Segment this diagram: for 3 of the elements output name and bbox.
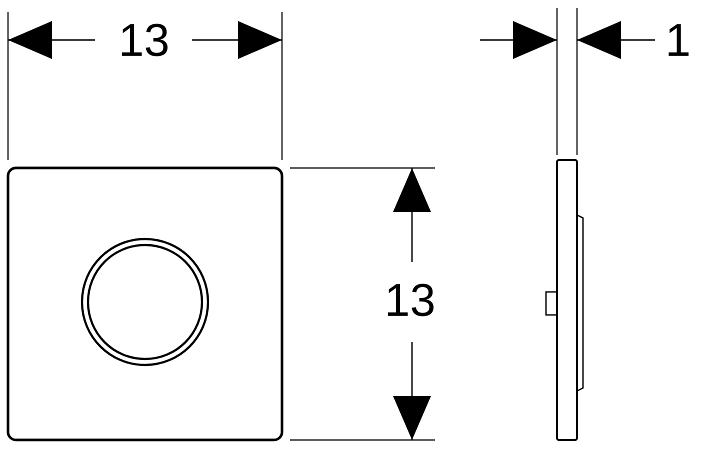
dimension-label: 1	[668, 24, 689, 56]
dimension-label: 13	[388, 284, 434, 316]
dimension-label: 13	[122, 24, 168, 56]
